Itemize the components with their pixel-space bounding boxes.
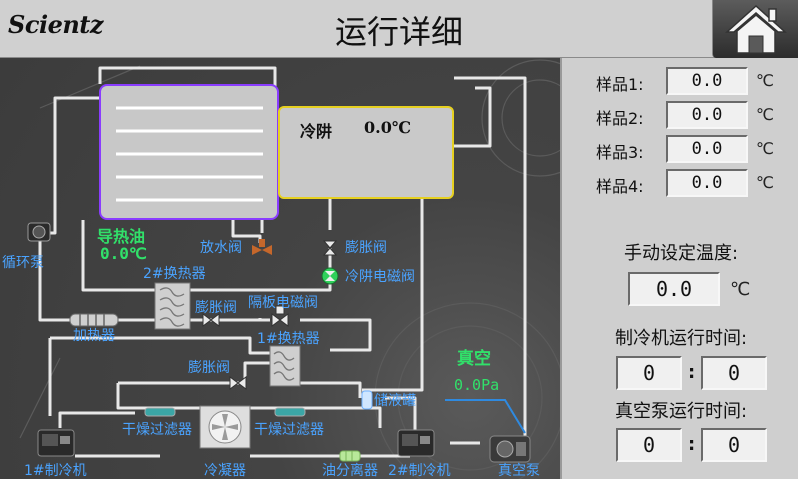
circulation-pump-icon <box>27 222 51 242</box>
expansion-valve-low-icon <box>229 376 247 390</box>
sample-2-label: 样品2: <box>596 109 644 128</box>
receiver-icon <box>361 390 373 410</box>
dryer-filter-right-icon <box>274 407 306 417</box>
cold-trap-label: 冷阱 <box>300 122 333 141</box>
manual-temp-label: 手动设定温度: <box>623 243 739 264</box>
vacuum-pump-icon <box>489 435 531 463</box>
sample-2-unit: ℃ <box>756 105 774 124</box>
heat-exchanger-2-icon <box>154 282 191 330</box>
heat-exchanger-1-icon <box>269 345 301 387</box>
sample-1-unit: ℃ <box>756 71 774 90</box>
thermal-oil-tank <box>99 84 279 220</box>
thermal-oil-temperature: 0.0℃ <box>100 244 147 263</box>
home-button[interactable] <box>712 0 798 58</box>
heater-icon <box>69 313 119 327</box>
sample-row-2: 样品2: 0.0 ℃ <box>562 100 798 130</box>
label-cold-trap-solenoid: 冷阱电磁阀 <box>345 269 415 285</box>
dryer-filter-left-icon <box>144 407 176 417</box>
sample-3-value: 0.0 <box>666 135 748 163</box>
chiller-runtime-label: 制冷机运行时间: <box>614 328 748 349</box>
sample-3-unit: ℃ <box>756 139 774 158</box>
label-receiver: 储液罐 <box>374 393 416 409</box>
sample-row-3: 样品3: 0.0 ℃ <box>562 134 798 164</box>
label-compressor-1: 1#制冷机 <box>24 463 87 479</box>
vacuum-runtime-label: 真空泵运行时间: <box>614 401 748 422</box>
condenser-icon <box>199 405 251 449</box>
label-oil-separator: 油分离器 <box>322 463 378 479</box>
label-condenser: 冷凝器 <box>204 463 246 479</box>
label-expansion-valve-low: 膨胀阀 <box>188 360 230 376</box>
chiller-runtime-separator: : <box>688 362 696 383</box>
label-expansion-valve-top: 膨胀阀 <box>345 240 387 256</box>
piping-diagram <box>19 59 560 479</box>
drain-valve-icon <box>252 239 272 255</box>
label-compressor-2: 2#制冷机 <box>388 463 451 479</box>
vacuum-runtime-minutes: 0 <box>701 428 767 462</box>
sample-4-value: 0.0 <box>666 169 748 197</box>
sample-4-label: 样品4: <box>596 177 644 196</box>
label-expansion-valve-mid: 膨胀阀 <box>195 300 237 316</box>
sample-row-4: 样品4: 0.0 ℃ <box>562 168 798 198</box>
sample-3-label: 样品3: <box>596 143 644 162</box>
thermal-oil-label: 导热油 <box>97 227 146 246</box>
label-vacuum-pump: 真空泵 <box>498 463 540 479</box>
label-drain-valve: 放水阀 <box>200 240 242 256</box>
sample-4-unit: ℃ <box>756 173 774 192</box>
refrigeration-diagram: 冷阱 0.0℃ 导热油 0.0℃ 真空 0.0Pa 循环泵 2#换热器 放水阀 … <box>0 58 560 479</box>
chiller-runtime-minutes: 0 <box>701 356 767 390</box>
label-heat-exchanger-1: 1#换热器 <box>257 331 320 347</box>
manual-temp-unit: ℃ <box>730 279 751 300</box>
tank-shelves <box>116 106 263 202</box>
sample-1-label: 样品1: <box>596 75 644 94</box>
label-plate-solenoid: 隔板电磁阀 <box>248 295 318 311</box>
label-dryer-filter-left: 干燥过滤器 <box>122 422 192 438</box>
cold-trap-vessel: 冷阱 0.0℃ <box>278 106 454 199</box>
header-bar: Scientz 运行详细 <box>0 0 798 58</box>
vacuum-runtime-separator: : <box>688 434 696 455</box>
home-icon <box>725 4 787 54</box>
manual-temp-input[interactable]: 0.0 <box>628 272 720 306</box>
label-heat-exchanger-2: 2#换热器 <box>143 266 206 282</box>
vacuum-label: 真空 <box>457 349 491 369</box>
chiller-runtime-hours: 0 <box>616 356 682 390</box>
vacuum-pressure: 0.0Pa <box>454 376 500 394</box>
compressor-1-icon <box>37 429 75 457</box>
cold-trap-solenoid-icon <box>321 267 339 285</box>
label-heater: 加热器 <box>73 328 115 344</box>
expansion-valve-mid-icon <box>202 313 220 327</box>
status-side-panel: 样品1: 0.0 ℃ 样品2: 0.0 ℃ 样品3: 0.0 ℃ 样品4: 0.… <box>560 58 798 479</box>
oil-separator-icon <box>339 450 361 462</box>
label-circulation-pump: 循环泵 <box>2 255 44 271</box>
sample-1-value: 0.0 <box>666 67 748 95</box>
brand-logo: Scientz <box>8 10 104 39</box>
vacuum-runtime-hours: 0 <box>616 428 682 462</box>
sample-row-1: 样品1: 0.0 ℃ <box>562 66 798 96</box>
label-dryer-filter-right: 干燥过滤器 <box>254 422 324 438</box>
sample-2-value: 0.0 <box>666 101 748 129</box>
page-title: 运行详细 <box>334 13 463 51</box>
expansion-valve-top-icon <box>322 240 338 256</box>
cold-trap-temperature: 0.0℃ <box>364 118 412 137</box>
plate-solenoid-icon <box>271 305 289 327</box>
compressor-2-icon <box>397 429 435 457</box>
